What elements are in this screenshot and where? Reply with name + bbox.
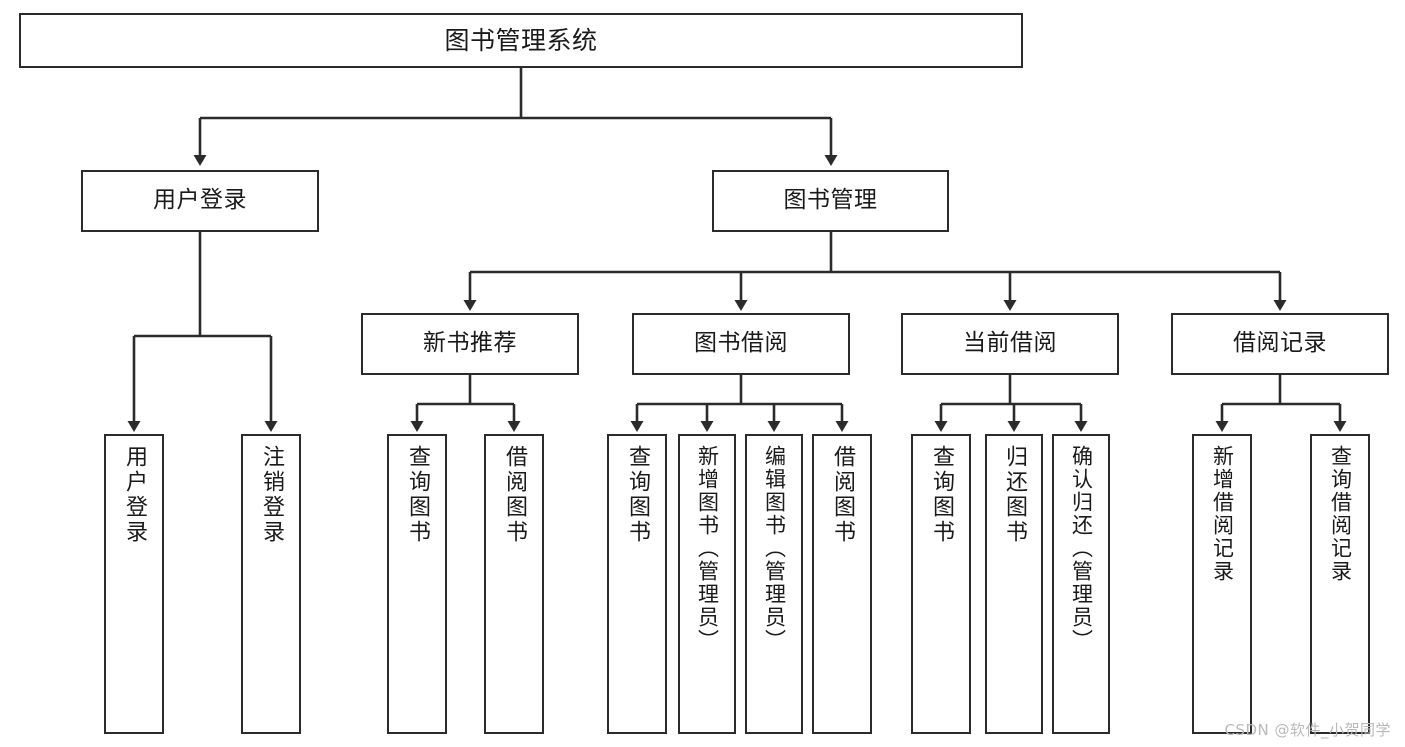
- node-leaf[interactable]: 注销登录: [241, 434, 301, 734]
- node-label: 借阅图书: [830, 445, 855, 545]
- node-label: 图书借阅: [694, 330, 788, 357]
- node-leaf[interactable]: 归还图书: [985, 434, 1043, 734]
- node-label: 查询借阅记录: [1328, 445, 1353, 583]
- node-label: 借阅记录: [1233, 330, 1327, 357]
- node-leaf[interactable]: 查询图书: [387, 434, 447, 734]
- node-leaf[interactable]: 新增图书（管理员）: [678, 434, 736, 734]
- node-leaf[interactable]: 确认归还（管理员）: [1052, 434, 1110, 734]
- node-leaf[interactable]: 借阅图书: [812, 434, 872, 734]
- node-level3-book-borrow[interactable]: 图书借阅: [632, 313, 850, 375]
- node-label: 图书管理: [783, 187, 878, 214]
- node-label: 注销登录: [259, 445, 284, 545]
- node-label: 图书管理系统: [444, 25, 598, 55]
- node-label: 查询图书: [405, 445, 430, 545]
- node-label: 查询图书: [625, 445, 650, 545]
- node-leaf[interactable]: 编辑图书（管理员）: [745, 434, 803, 734]
- node-level3-current-borrow[interactable]: 当前借阅: [901, 313, 1119, 375]
- node-label: 确认归还（管理员）: [1069, 445, 1094, 652]
- node-leaf[interactable]: 查询图书: [911, 434, 971, 734]
- node-level3-new-book-recommend[interactable]: 新书推荐: [361, 313, 579, 375]
- node-label: 新书推荐: [423, 330, 517, 357]
- node-label: 借阅图书: [502, 445, 527, 545]
- node-leaf[interactable]: 查询图书: [607, 434, 667, 734]
- node-leaf[interactable]: 借阅图书: [484, 434, 544, 734]
- node-leaf[interactable]: 用户登录: [104, 434, 164, 734]
- node-root[interactable]: 图书管理系统: [19, 13, 1023, 68]
- node-leaf[interactable]: 查询借阅记录: [1310, 434, 1370, 734]
- node-label: 新增图书（管理员）: [695, 445, 720, 652]
- node-level3-borrow-record[interactable]: 借阅记录: [1171, 313, 1389, 375]
- node-label: 编辑图书（管理员）: [762, 445, 787, 652]
- node-label: 归还图书: [1002, 445, 1027, 545]
- node-level2-book-management[interactable]: 图书管理: [712, 170, 949, 232]
- node-leaf[interactable]: 新增借阅记录: [1192, 434, 1252, 734]
- node-level2-user-login[interactable]: 用户登录: [81, 170, 319, 232]
- node-label: 用户登录: [153, 187, 247, 214]
- node-label: 新增借阅记录: [1210, 445, 1235, 583]
- watermark-text: CSDN @软件_小贺同学: [1224, 721, 1391, 739]
- node-label: 查询图书: [929, 445, 954, 545]
- node-label: 当前借阅: [963, 330, 1057, 357]
- node-label: 用户登录: [122, 445, 147, 545]
